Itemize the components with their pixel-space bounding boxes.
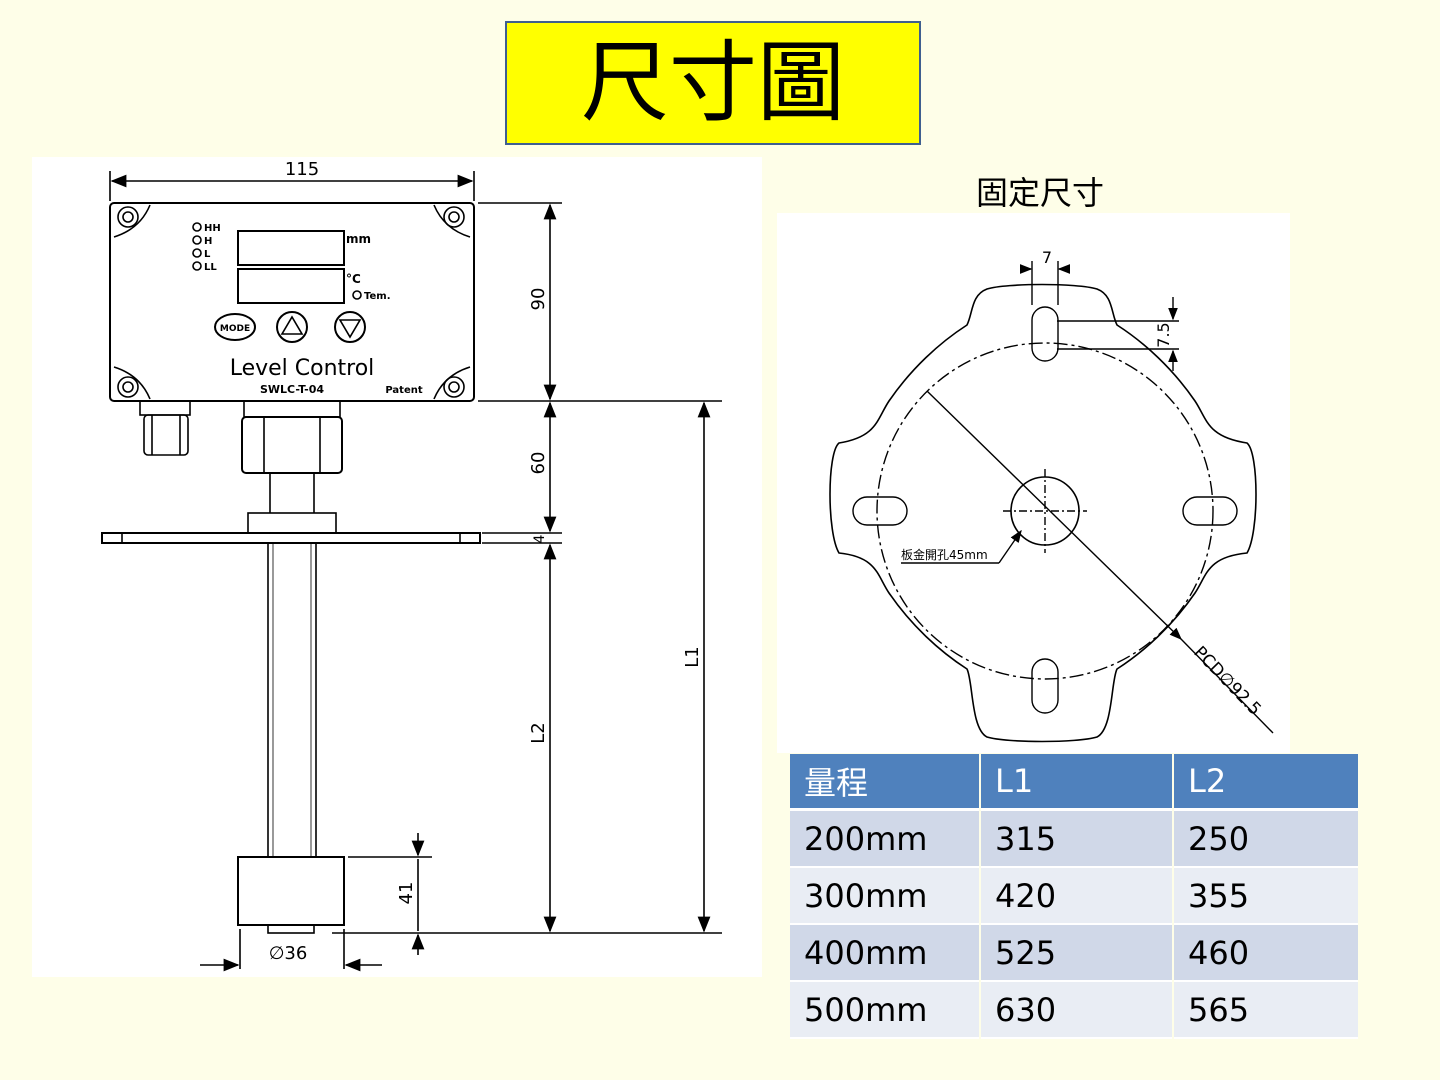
- slot-left: [852, 496, 908, 526]
- mode-button-shape: [214, 313, 256, 341]
- indicator-hh: HH: [204, 223, 221, 234]
- patent-label: Patent: [385, 385, 422, 396]
- slot-top: [1031, 306, 1059, 362]
- indicator-h: H: [204, 236, 212, 247]
- cell-range: 400mm: [790, 925, 979, 982]
- side-view-drawing: 115 HH H L LL mm °C Tem. MODE Level Cont…: [32, 157, 762, 977]
- slot-bottom: [1031, 658, 1059, 714]
- dim-float-height-label: 41: [396, 882, 417, 905]
- product-name: Level Control: [230, 356, 375, 381]
- flange-outline: [829, 283, 1257, 743]
- table-row: 400mm 525 460: [790, 925, 1358, 982]
- dim-float-dia-label: ∅36: [269, 943, 308, 964]
- cell-l2: 355: [1174, 868, 1358, 925]
- dim-slot-width-label: 7: [1042, 248, 1052, 267]
- table-row: 300mm 420 355: [790, 868, 1358, 925]
- display-top: [237, 230, 345, 266]
- cell-l1: 420: [981, 868, 1172, 925]
- table-row: 500mm 630 565: [790, 982, 1358, 1039]
- display-bottom: [237, 268, 345, 304]
- float: [237, 856, 345, 926]
- dim-box-height-label: 90: [528, 288, 549, 311]
- header-range: 量程: [790, 754, 979, 811]
- flange: [101, 532, 481, 544]
- flange-caption: 固定尺寸: [975, 174, 1104, 212]
- cell-range: 200mm: [790, 811, 979, 868]
- cell-l2: 565: [1174, 982, 1358, 1039]
- dim-l1-label: L1: [682, 646, 703, 667]
- flange-view-svg: 7 7.5 板金開孔45mm PCD∅92.5: [829, 248, 1274, 743]
- mode-button-label: MODE: [220, 324, 250, 334]
- dim-width-label: 115: [285, 159, 319, 180]
- pitch-circle: [876, 342, 1214, 680]
- header-l2: L2: [1174, 754, 1358, 811]
- dim-flange-label: 4: [532, 534, 548, 543]
- dim-l2-label: L2: [528, 722, 549, 743]
- hole-label: 板金開孔45mm: [901, 547, 988, 562]
- flange-view-drawing: 7 7.5 板金開孔45mm PCD∅92.5: [777, 213, 1290, 753]
- model-label: SWLC-T-04: [260, 383, 324, 396]
- cell-l1: 315: [981, 811, 1172, 868]
- header-l1: L1: [981, 754, 1172, 811]
- page-title: 尺寸圖: [505, 21, 921, 145]
- cell-l2: 250: [1174, 811, 1358, 868]
- cell-range: 300mm: [790, 868, 979, 925]
- unit-celsius-label: °C: [346, 272, 361, 286]
- table-row: 200mm 315 250: [790, 811, 1358, 868]
- side-view-svg: 115 HH H L LL mm °C Tem. MODE Level Cont…: [101, 159, 722, 972]
- cell-l1: 525: [981, 925, 1172, 982]
- slot-right: [1182, 496, 1238, 526]
- indicator-ll: LL: [204, 262, 217, 273]
- pcd-line: [926, 390, 1183, 640]
- dim-slot-length-label: 7.5: [1154, 322, 1173, 347]
- pcd-label: PCD∅92.5: [1189, 643, 1264, 720]
- cell-l1: 630: [981, 982, 1172, 1039]
- table-header-row: 量程 L1 L2: [790, 754, 1358, 811]
- indicator-l: L: [204, 249, 211, 260]
- unit-mm-label: mm: [346, 232, 371, 246]
- cell-l2: 460: [1174, 925, 1358, 982]
- dim-neck-label: 60: [528, 452, 549, 475]
- temp-label: Tem.: [364, 291, 391, 302]
- range-table: 量程 L1 L2 200mm 315 250 300mm 420 355 400…: [788, 754, 1360, 1039]
- cell-range: 500mm: [790, 982, 979, 1039]
